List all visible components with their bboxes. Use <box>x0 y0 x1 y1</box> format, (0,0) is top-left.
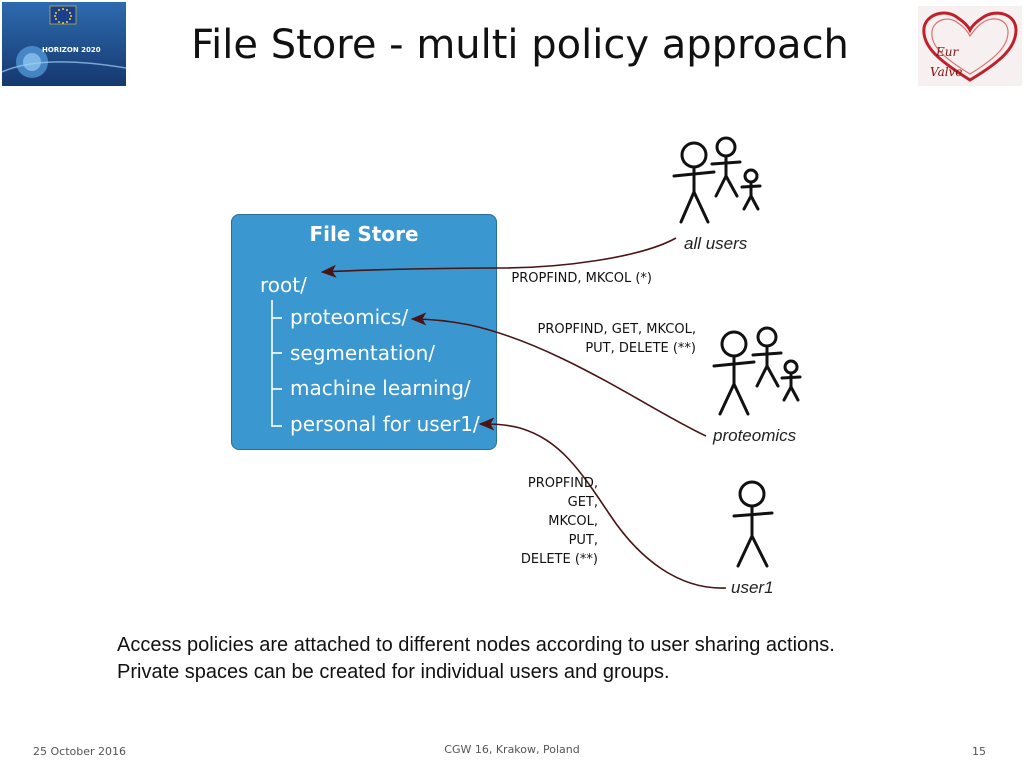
tree-node-personal-user1: personal for user1/ <box>290 412 480 436</box>
file-store-title: File Store <box>309 222 419 246</box>
footer-event: CGW 16, Krakow, Poland <box>444 743 580 756</box>
description-line-1: Access policies are attached to differen… <box>117 634 835 656</box>
permission-line: MKCOL, <box>548 514 598 529</box>
horizon-2020-logo: HORIZON 2020 <box>2 2 126 86</box>
footer-date: 25 October 2016 <box>33 745 127 758</box>
user1-figure <box>732 480 774 568</box>
tree-node-segmentation: segmentation/ <box>290 341 436 365</box>
permission-line: PUT, <box>568 533 598 548</box>
footer-page-number: 15 <box>972 745 986 758</box>
permission-line: GET, <box>567 495 598 510</box>
tree-node-machine-learning: machine learning/ <box>290 376 471 400</box>
permission-line: PROPFIND, MKCOL (*) <box>511 271 652 286</box>
tree-node-proteomics: proteomics/ <box>290 305 409 329</box>
tree-node-root: root/ <box>260 273 307 297</box>
permission-line: PROPFIND, GET, MKCOL, <box>537 322 696 337</box>
permissions-proteomics: PROPFIND, GET, MKCOL, PUT, DELETE (**) <box>520 320 696 358</box>
description: Access policies are attached to differen… <box>117 632 977 686</box>
group-label-all-users: all users <box>684 234 748 253</box>
file-store-box: File Store root/ proteomics/ segmentatio… <box>231 214 497 450</box>
proteomics-figures <box>712 326 802 416</box>
eurvalve-logo: Eur Valve <box>918 6 1022 86</box>
permissions-user1: PROPFIND, GET, MKCOL, PUT, DELETE (**) <box>500 474 598 569</box>
permission-line: PUT, DELETE (**) <box>585 341 696 356</box>
all-users-figures <box>672 136 762 224</box>
permission-line: PROPFIND, <box>527 476 598 491</box>
slide-title: File Store - multi policy approach <box>191 22 849 68</box>
permission-line: DELETE (**) <box>520 552 598 567</box>
permissions-all-users: PROPFIND, MKCOL (*) <box>500 269 652 288</box>
horizon-2020-logo-text: HORIZON 2020 <box>42 46 101 54</box>
eurvalve-logo-text-2: Valve <box>930 65 962 79</box>
eurvalve-logo-text-1: Eur <box>935 45 959 59</box>
description-line-2: Private spaces can be created for indivi… <box>117 661 670 683</box>
group-label-user1: user1 <box>731 578 774 597</box>
group-label-proteomics: proteomics <box>713 426 797 445</box>
